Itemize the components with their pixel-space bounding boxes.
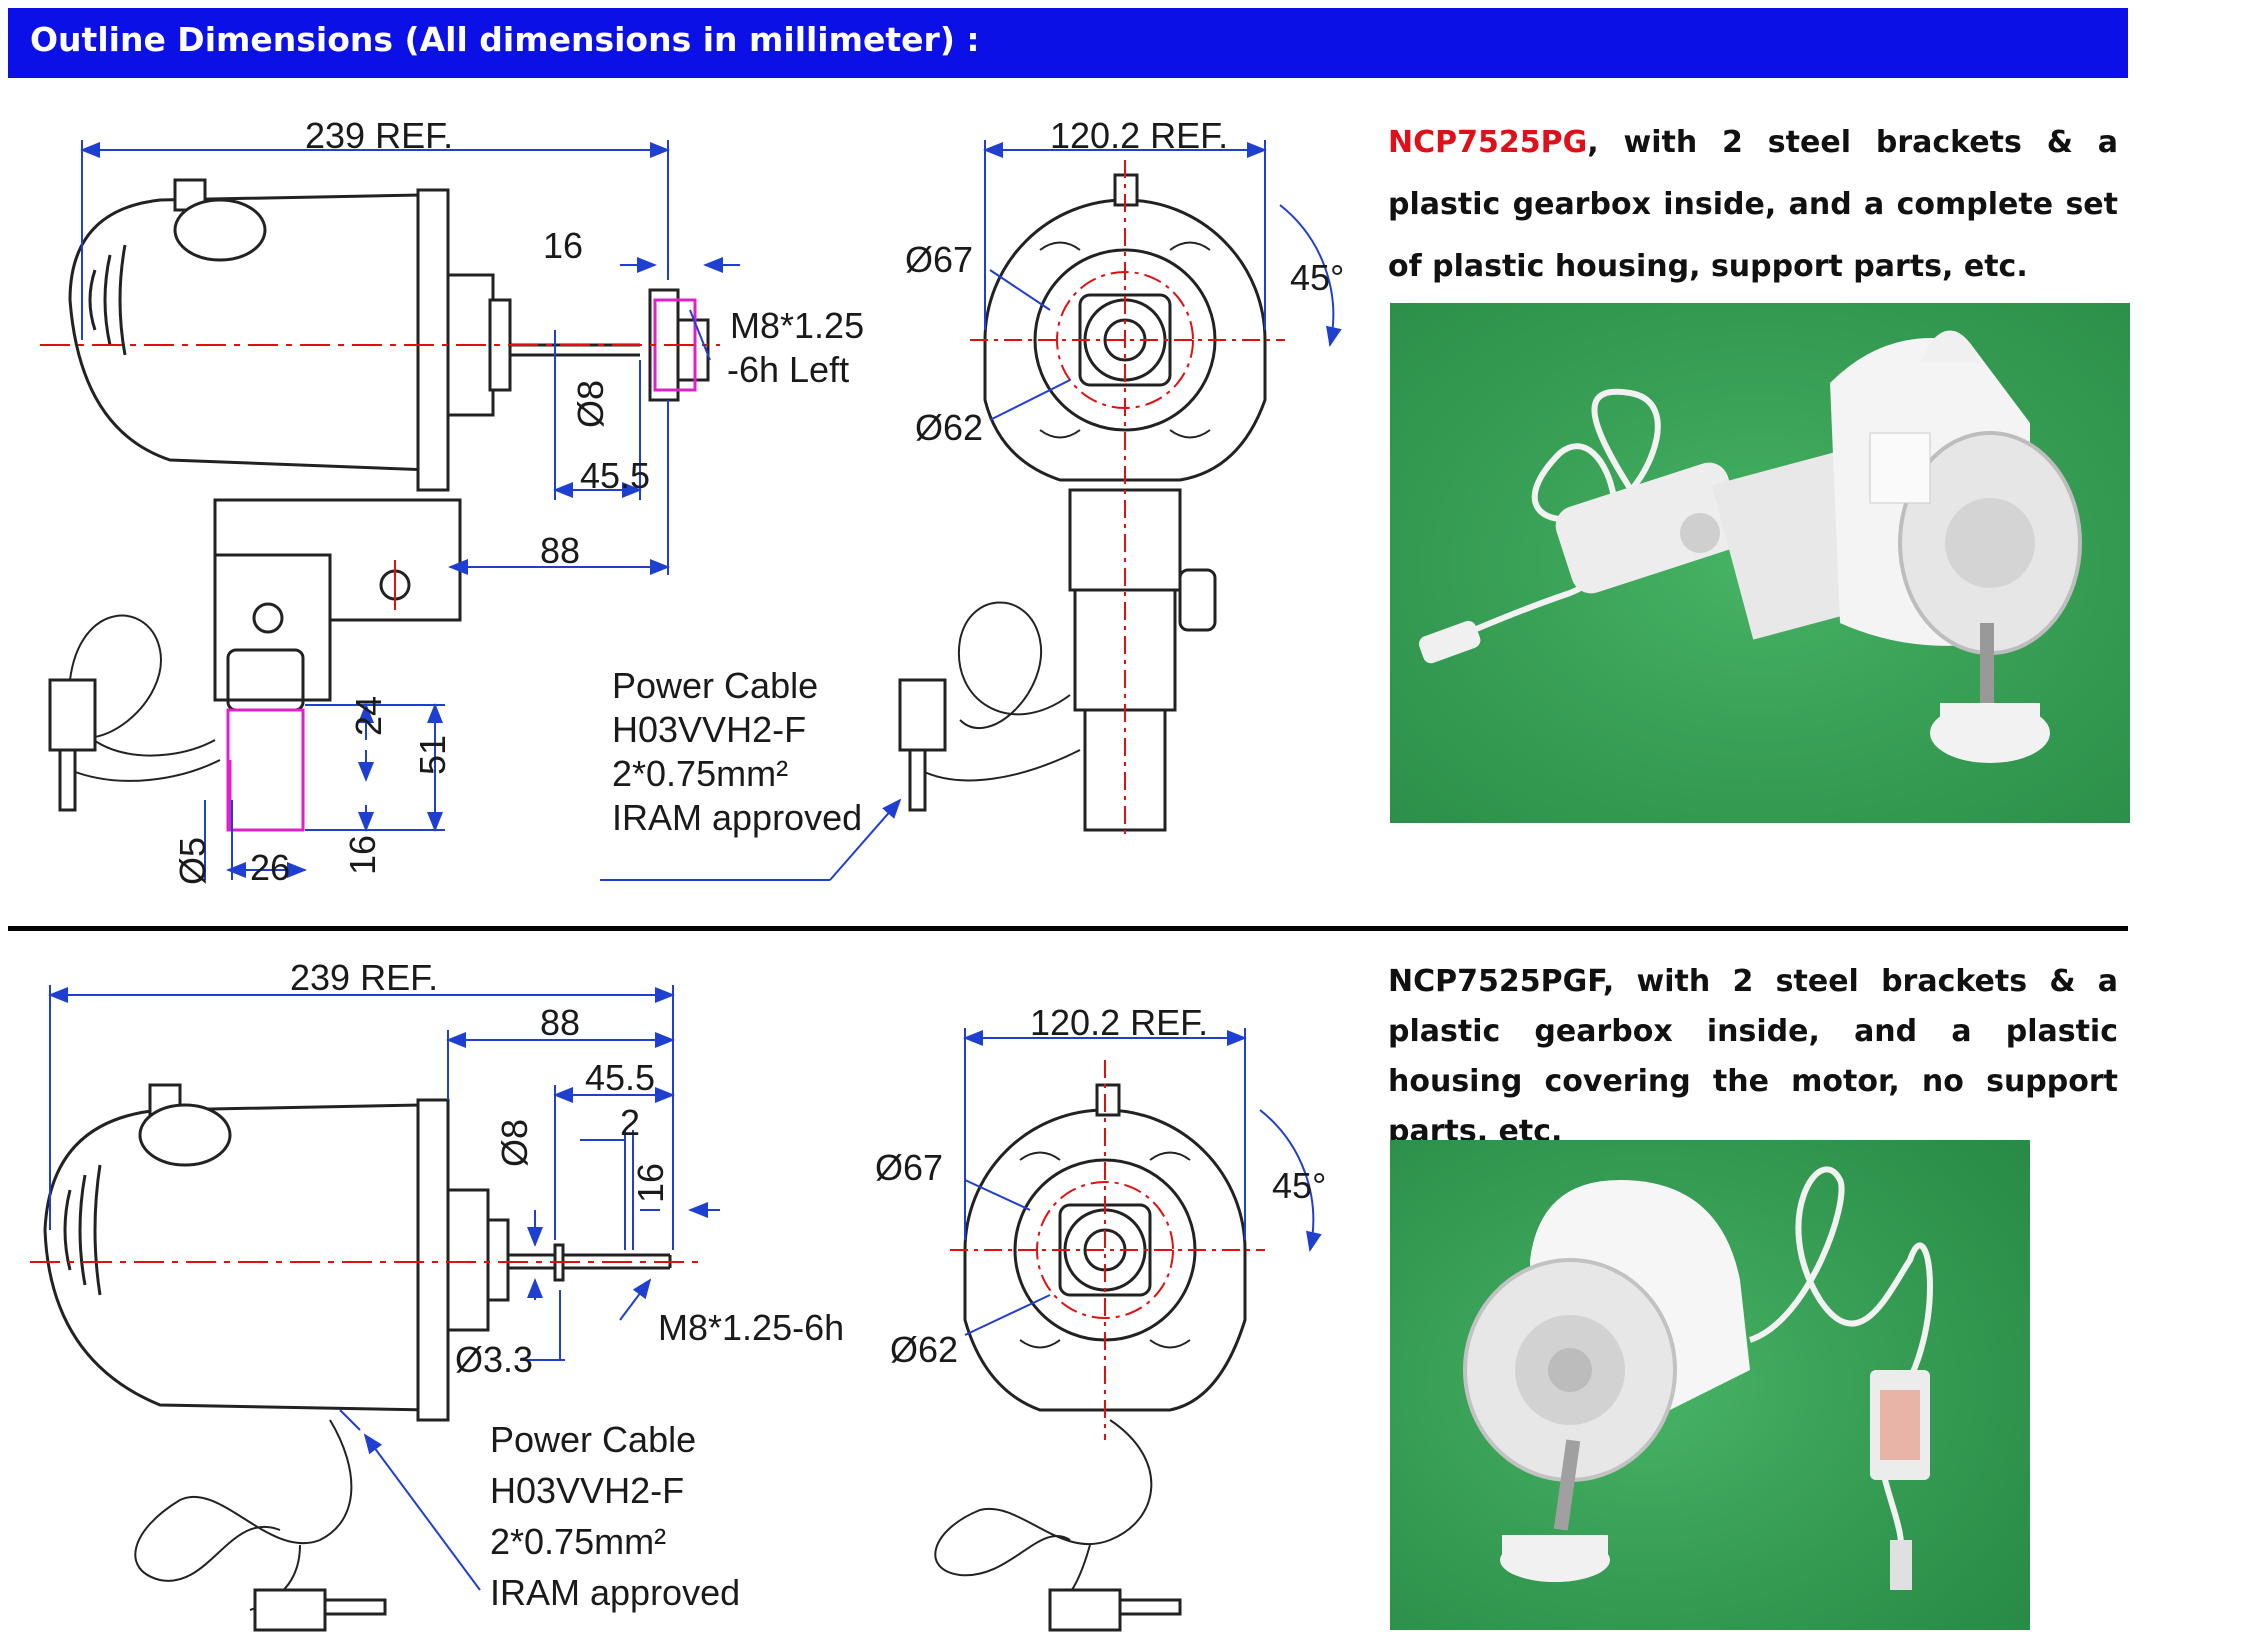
cable-note-2-line4: IRAM approved [490,1572,740,1613]
cable-note-2-line3: 2*0.75mm² [490,1521,666,1562]
dim-thread-2: M8*1.25-6h [658,1307,844,1348]
dim-5-1: Ø5 [172,837,213,885]
dim-88-2: 88 [540,1002,580,1043]
side-view-2 [43,1083,672,1632]
dim-shaft-1: Ø8 [570,380,611,428]
cable-note-1-line1: Power Cable [612,665,818,706]
dim-62-2: Ø62 [890,1329,958,1370]
section-divider [8,926,2128,931]
section2-model: NCP7525PGF, [1388,964,1615,999]
header-title: Outline Dimensions (All dimensions in mi… [30,20,980,59]
dim-overall-2: 239 REF. [290,957,438,998]
dim-16-2: 16 [630,1163,671,1203]
side-view-1 [48,178,710,812]
section2-text: with 2 steel brackets & a plastic gearbo… [1388,964,2118,1149]
section2-description: NCP7525PGF, with 2 steel brackets & a pl… [1388,957,2118,1157]
dim-2-2: 2 [620,1102,640,1143]
section1-text: , with 2 steel brackets & a plastic gear… [1388,125,2118,284]
dim-overall-1: 239 REF. [305,115,453,156]
dim-shaft-2: Ø8 [494,1119,535,1167]
cable-note-1-line2: H03VVH2-F [612,709,806,750]
dim-33-2: Ø3.3 [455,1339,533,1380]
product-photo-1 [1390,303,2130,823]
dim-24-1: 24 [348,696,389,736]
technical-drawings: 239 REF. 16 M8*1.25 -6h Left Ø8 45.5 88 … [30,115,1344,1632]
dim-62-1: Ø62 [915,407,983,448]
dim-45-2: 45.5 [585,1057,655,1098]
cable-note-1-line4: IRAM approved [612,797,862,838]
cable-note-2-line1: Power Cable [490,1419,696,1460]
dim-51-1: 51 [412,735,453,775]
section1-model: NCP7525PG [1388,125,1588,160]
section1-description: NCP7525PG, with 2 steel brackets & a pla… [1388,112,2118,298]
dim-thread-1: M8*1.25 [730,305,864,346]
dim-width-1: 120.2 REF. [1050,115,1228,156]
dim-angle-2: 45° [1272,1165,1326,1206]
section-header: Outline Dimensions (All dimensions in mi… [8,8,2128,78]
dim-26-1: 26 [250,847,290,888]
dim-67-2: Ø67 [875,1147,943,1188]
product-photo-2 [1390,1140,2030,1630]
cable-note-2-line2: H03VVH2-F [490,1470,684,1511]
dim-thread-1b: -6h Left [727,349,849,390]
dim-67-1: Ø67 [905,239,973,280]
dim-angle-1: 45° [1290,257,1344,298]
cable-note-1-line3: 2*0.75mm² [612,753,788,794]
front-view-2 [934,1083,1247,1632]
dim-16-1: 16 [543,225,583,266]
dim-width-2: 120.2 REF. [1030,1002,1208,1043]
dim-16b-1: 16 [342,835,383,875]
dim-45-1: 45.5 [580,455,650,496]
dim-88-1: 88 [540,530,580,571]
